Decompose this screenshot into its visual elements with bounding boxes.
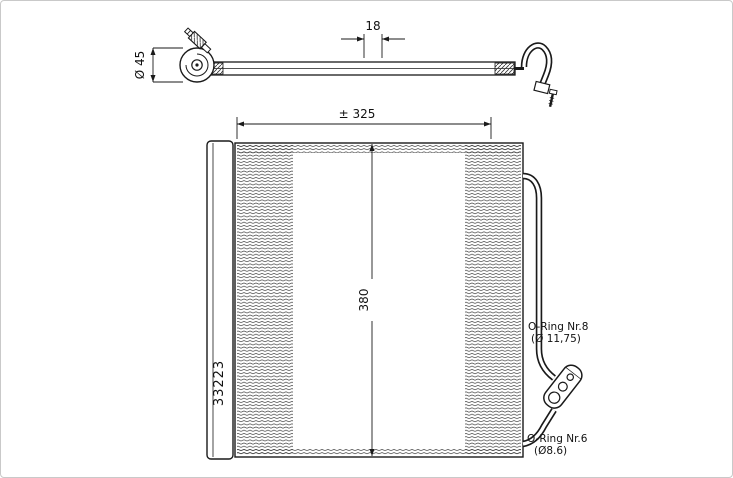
- core-fins-right: [465, 145, 521, 455]
- dim-height-label: 380: [357, 289, 371, 312]
- dimension-inlet-diameter: [150, 47, 183, 83]
- dimension-height: [369, 144, 375, 456]
- core-fins-left: [237, 145, 293, 455]
- charge-valve: [183, 27, 212, 54]
- oring8-name-label: O-Ring Nr.8: [528, 321, 588, 333]
- left-tank: [206, 140, 234, 460]
- dim-width-label: ± 325: [339, 107, 376, 121]
- mounting-screw: [548, 88, 558, 107]
- oring6-size-label: (Ø8.6): [534, 445, 567, 457]
- oring8-size-label: (Ø 11,75): [531, 333, 581, 345]
- front-view: ± 325 380 33223 O-Ring: [206, 107, 588, 460]
- dim-inlet-label: Ø 45: [133, 51, 147, 80]
- part-number-label: 33223: [212, 360, 227, 406]
- core-fins-top: [237, 145, 521, 153]
- right-piping: [522, 172, 583, 448]
- side-view-outlet-pipe: [514, 42, 558, 107]
- side-view-flange: [533, 80, 551, 95]
- core-fins-bottom: [237, 449, 521, 455]
- dimension-depth: [341, 34, 405, 58]
- side-view: Ø 45 18: [133, 19, 558, 107]
- inlet-fitting: [179, 47, 215, 83]
- dimension-width: [236, 117, 492, 139]
- dim-depth-label: 18: [365, 19, 380, 33]
- connection-block: [543, 364, 583, 409]
- oring6-name-label: O-Ring Nr.6: [527, 433, 588, 445]
